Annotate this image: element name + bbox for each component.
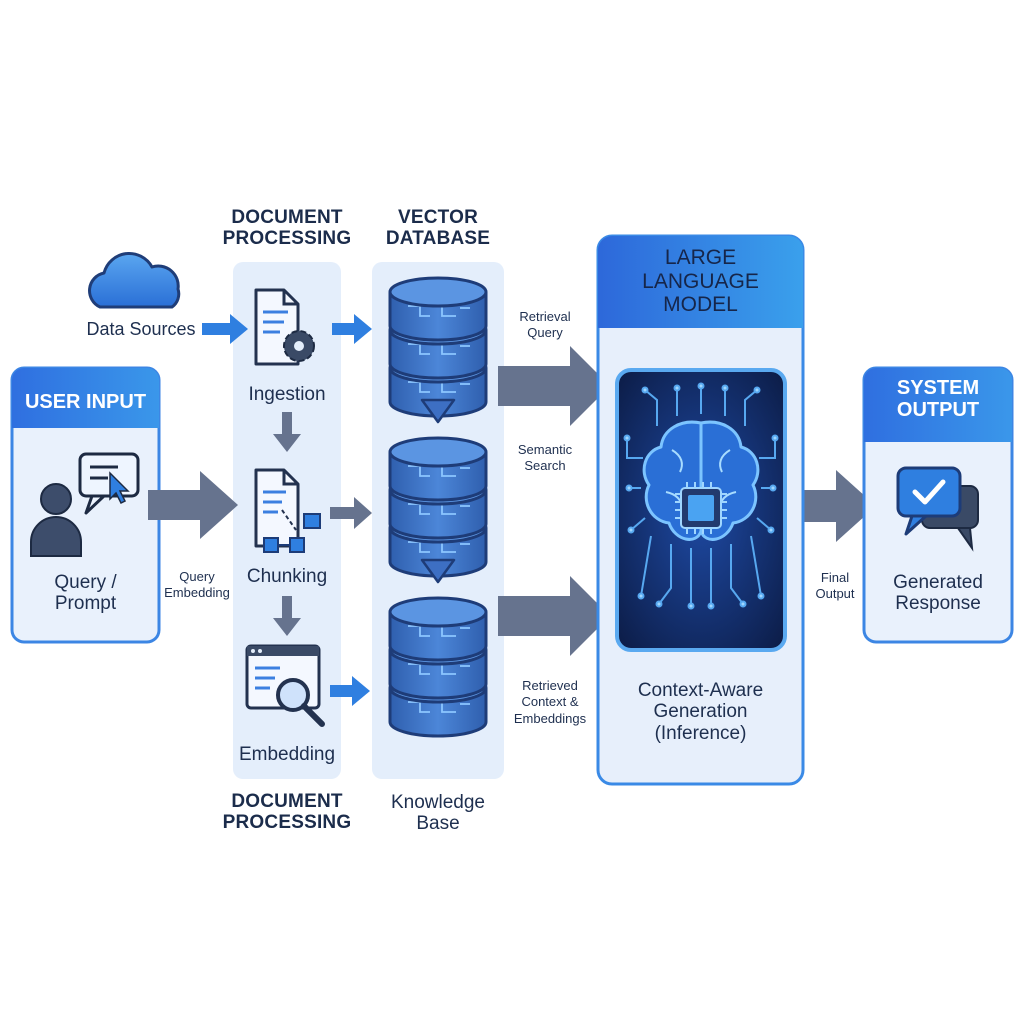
- knowledge-base-label: Knowledge Base: [390, 792, 486, 835]
- doc-processing-heading-bottom: DOCUMENT PROCESSING: [222, 791, 352, 834]
- retrieval-query-label: Retrieval Query: [519, 309, 571, 341]
- db-circuit-trace: [408, 700, 470, 713]
- down-arrow-2: [273, 596, 301, 636]
- db-circuit-trace: [408, 662, 470, 675]
- user-input-header: USER INPUT: [24, 391, 147, 413]
- circuit-node: [769, 484, 777, 492]
- circuit-node: [625, 484, 633, 492]
- circuit-node: [739, 600, 747, 608]
- circuit-trace: [730, 544, 744, 605]
- circuit-node: [753, 386, 761, 394]
- circuit-node: [627, 526, 635, 534]
- db-circuit-trace: [408, 624, 470, 637]
- circuit-node: [687, 602, 695, 610]
- db-disk-top: [388, 436, 488, 468]
- vector-db-heading: VECTOR DATABASE: [385, 207, 491, 250]
- circuit-node: [721, 384, 729, 392]
- db-flow-pointer: [420, 558, 456, 584]
- circuit-node: [637, 592, 645, 600]
- db-circuit-trace: [408, 380, 470, 393]
- step-embedding-label: Embedding: [238, 744, 336, 765]
- final-output-label: Final Output: [815, 570, 855, 602]
- circuit-node: [757, 592, 765, 600]
- step-ingestion-label: Ingestion: [248, 384, 326, 405]
- doc-processing-heading-top: DOCUMENT PROCESSING: [222, 207, 352, 250]
- semantic-search-label: Semantic Search: [517, 442, 573, 474]
- circuit-trace: [640, 535, 652, 597]
- circuit-node: [641, 386, 649, 394]
- db-disk-top: [388, 596, 488, 628]
- chat-check-icon: [896, 466, 979, 552]
- circuit-node: [623, 434, 631, 442]
- retrieved-context-label: Retrieved Context & Embeddings: [513, 678, 587, 726]
- data-sources-arrow: [202, 314, 248, 344]
- db-disk-top: [388, 276, 488, 308]
- cloud-icon: [88, 251, 181, 309]
- circuit-trace: [744, 389, 758, 426]
- db-flow-pointer: [420, 398, 456, 424]
- circuit-node: [707, 602, 715, 610]
- user-chat-icon: [30, 452, 140, 557]
- generated-response-label: Generated Response: [893, 572, 983, 615]
- embedding-to-db-arrow: [330, 676, 370, 706]
- brain-chip-icon: [615, 368, 787, 652]
- document-gear-icon: [254, 288, 315, 366]
- circuit-node: [673, 384, 681, 392]
- circuit-trace: [644, 389, 658, 426]
- system-output-header: SYSTEM OUTPUT: [896, 377, 980, 422]
- chunking-to-db-arrow: [330, 497, 372, 529]
- data-sources-label: Data Sources: [86, 319, 196, 339]
- step-chunking-label: Chunking: [246, 566, 328, 587]
- ingestion-to-db-arrow: [332, 314, 372, 344]
- retrieval-arrow-top: [498, 346, 610, 426]
- llm-caption: Context-Aware Generation (Inference): [637, 680, 764, 744]
- circuit-node: [767, 526, 775, 534]
- circuit-node: [697, 382, 705, 390]
- database-cylinder-icon: [388, 276, 488, 738]
- down-arrow-1: [273, 412, 301, 452]
- query-prompt-label: Query / Prompt: [54, 572, 117, 615]
- circuit-node: [655, 600, 663, 608]
- db-circuit-trace: [408, 540, 470, 553]
- query-embedding-label: Query Embedding: [164, 569, 230, 601]
- magnifier-screen-icon: [245, 644, 325, 727]
- document-chunk-icon: [254, 468, 321, 553]
- db-circuit-trace: [408, 342, 470, 355]
- circuit-trace: [658, 544, 672, 605]
- circuit-node: [771, 434, 779, 442]
- circuit-trace: [626, 438, 643, 459]
- retrieval-arrow-bottom: [498, 576, 610, 656]
- db-circuit-trace: [408, 304, 470, 317]
- final-output-arrow: [792, 470, 876, 542]
- query-embedding-arrow: [148, 471, 238, 539]
- db-circuit-trace: [408, 464, 470, 477]
- llm-header: LARGE LANGUAGE MODEL: [642, 246, 759, 317]
- circuit-trace: [759, 438, 776, 459]
- db-circuit-trace: [408, 502, 470, 515]
- circuit-trace: [750, 535, 762, 597]
